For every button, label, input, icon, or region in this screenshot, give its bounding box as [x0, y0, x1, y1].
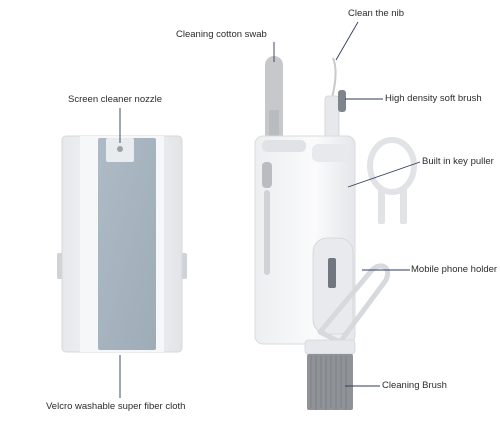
label-high-density-soft-brush: High density soft brush	[385, 93, 482, 104]
leader-key-puller	[347, 161, 421, 188]
top-right-cap	[312, 144, 350, 162]
soft-brush	[338, 90, 346, 112]
microfiber-cloth	[98, 138, 156, 350]
nozzle-icon	[117, 146, 123, 152]
nib-cleaner-pen	[324, 95, 340, 141]
cotton-swab-stem	[269, 110, 279, 156]
key-puller	[367, 137, 417, 224]
cleaning-device	[254, 56, 390, 410]
label-screen-cleaner-nozzle: Screen cleaner nozzle	[68, 94, 162, 105]
key-puller-ring	[367, 137, 417, 195]
label-velcro-cloth: Velcro washable super fiber cloth	[46, 401, 186, 412]
side-channel	[264, 190, 270, 275]
label-mobile-phone-holder: Mobile phone holder	[411, 264, 498, 275]
leader-lines	[119, 21, 421, 398]
label-cleaning-brush: Cleaning Brush	[382, 380, 447, 391]
key-puller-prong-left	[378, 188, 385, 224]
holder-clip	[328, 258, 336, 288]
nib-cleaner-tip	[331, 57, 337, 99]
screen-cleaner-case	[57, 135, 187, 353]
key-puller-prong-right	[400, 188, 407, 224]
leader-nib	[335, 21, 359, 61]
label-built-in-key-puller: Built in key puller	[422, 156, 494, 167]
top-left-cap	[262, 140, 306, 152]
slider-button	[262, 162, 272, 188]
label-cleaning-cotton-swab: Cleaning cotton swab	[176, 29, 267, 40]
label-clean-the-nib: Clean the nib	[348, 8, 404, 19]
brush-collar	[304, 339, 356, 355]
cleaning-brush-bristles	[307, 354, 353, 410]
